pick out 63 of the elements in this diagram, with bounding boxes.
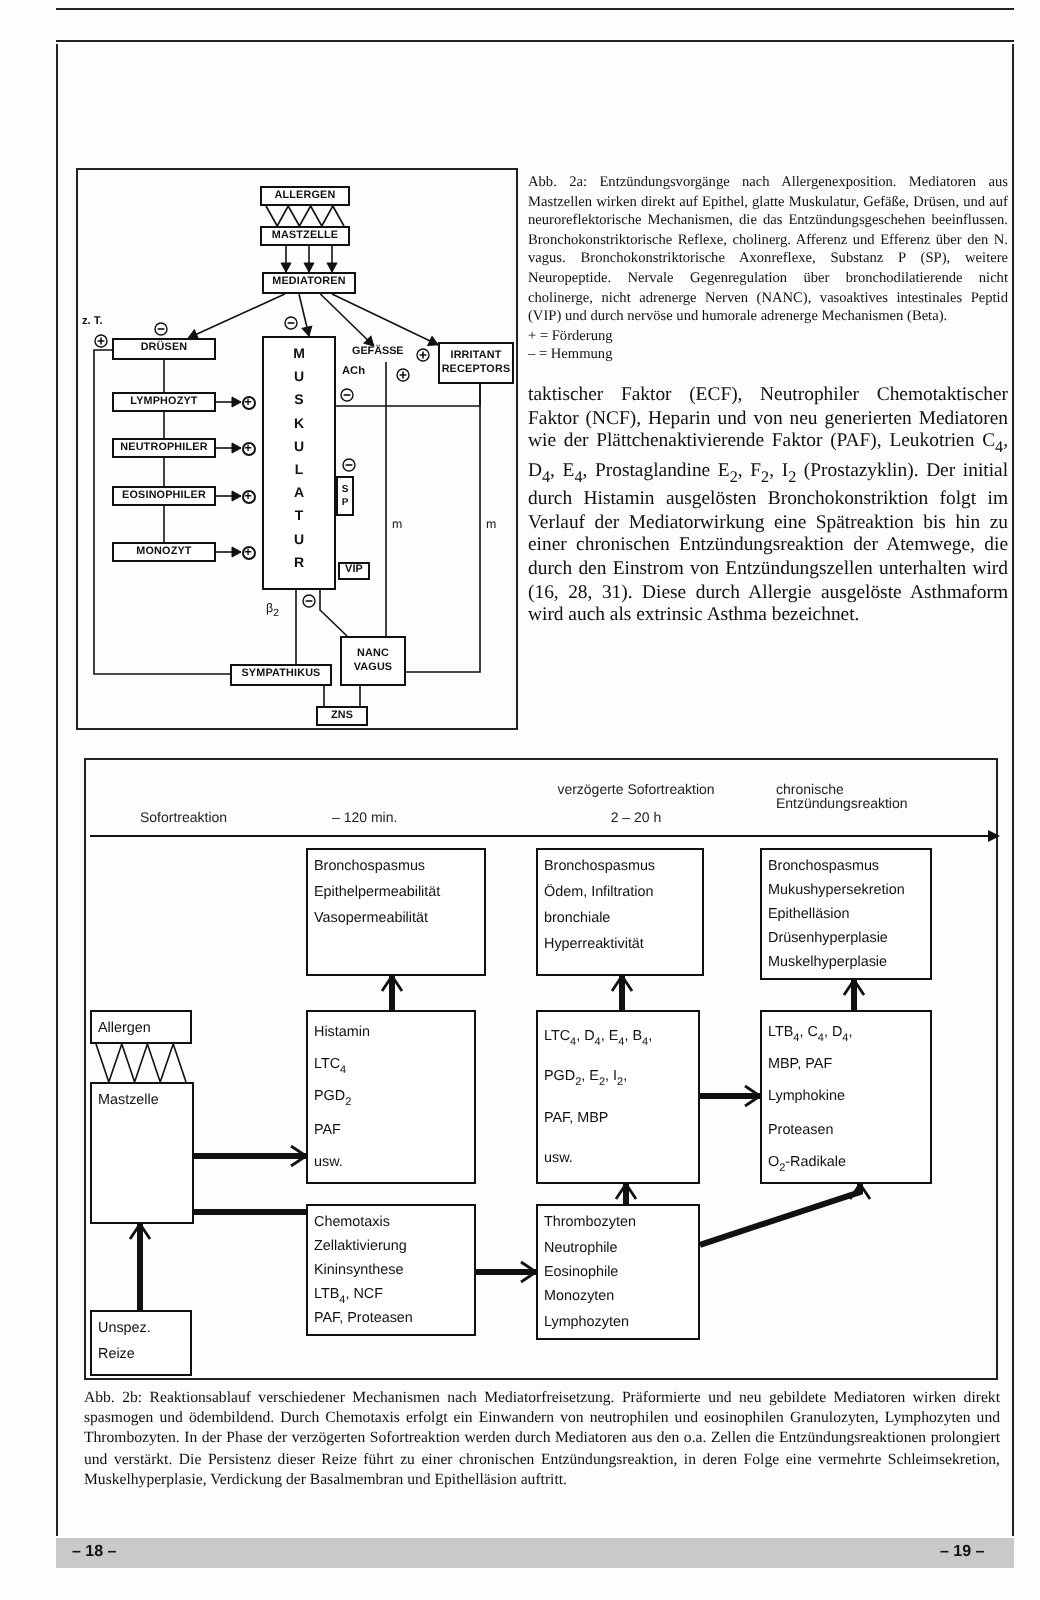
zigzag-line — [95, 1041, 187, 1085]
process-box — [90, 1010, 192, 1044]
connector-line — [359, 685, 361, 707]
arrow — [187, 293, 286, 340]
arrow — [215, 442, 242, 454]
arrow — [476, 1260, 538, 1284]
arrow — [380, 974, 404, 1010]
body-text: taktischer Faktor (ECF), Neutrophiler Chemotaktischer Faktor (NCF), Heparin und von neu generierten Mediatoren wie der Plättchenaktivierende Faktor (PAF), Leukotrien C$_{4}$, D$_{4}$, E$_{4}$, Prostaglandine E$_{2}$, F$_{2}$, I$_{2}$ (Prostazyklin). Der initial durch Histamin ausgelösten Bronchokonstriktion folgt im Verlauf der Mediatorwirkung eine Spätreaktion bis hin zu einer chronischen Entzündungsreaktion der Atemwege, die durch den Einstrom von Entzündungszellen unterhalten wird (16, 28, 31). Diese durch Allergie ausgelöste Asthmaform wird auch als extrinsic Asthma bezeichnet. — [528, 383, 1008, 628]
process-box — [112, 542, 216, 562]
arrow — [215, 396, 242, 408]
arrow — [700, 1084, 762, 1108]
connector-line — [385, 361, 387, 637]
arrow — [610, 974, 634, 1010]
zigzag-line — [265, 204, 345, 228]
process-box — [260, 186, 350, 206]
connector-line — [319, 589, 348, 637]
process-box — [230, 664, 332, 686]
connector-line — [323, 685, 325, 707]
process-box — [438, 342, 514, 384]
process-box — [536, 1204, 700, 1340]
connector-line — [194, 1209, 306, 1215]
connector-line — [93, 349, 231, 675]
process-box — [306, 848, 486, 976]
process-box — [112, 392, 216, 412]
process-box — [760, 1010, 932, 1184]
arrow — [215, 490, 242, 502]
process-box — [90, 1082, 194, 1224]
arrow — [699, 1182, 872, 1248]
process-box — [112, 486, 216, 506]
arrow — [194, 1144, 308, 1168]
arrow — [319, 293, 375, 347]
process-box — [336, 476, 354, 516]
connector-line — [163, 457, 165, 487]
process-box — [338, 562, 370, 580]
connector-line — [163, 359, 165, 393]
process-box — [760, 848, 932, 980]
process-box — [112, 438, 216, 458]
arrow — [128, 1222, 152, 1310]
connector-line — [163, 505, 165, 543]
connector-line — [163, 411, 165, 439]
process-box — [262, 272, 356, 294]
process-box — [306, 1010, 476, 1184]
arrow — [614, 1182, 638, 1204]
process-box — [262, 336, 336, 590]
arrow — [298, 293, 313, 337]
arrow — [331, 293, 439, 346]
arrow — [280, 245, 292, 273]
page-number: – 19 – — [940, 1542, 985, 1560]
arrow — [303, 245, 315, 273]
process-box — [316, 706, 368, 726]
arrow — [215, 546, 242, 558]
process-box — [340, 636, 406, 686]
process-box — [260, 226, 350, 246]
process-box — [536, 1010, 700, 1184]
process-box — [112, 338, 216, 360]
arrow — [842, 978, 866, 1010]
arrow — [326, 245, 338, 273]
process-box — [306, 1204, 476, 1336]
process-box — [536, 848, 704, 976]
process-box — [90, 1310, 192, 1376]
connector-line — [335, 383, 481, 407]
connector-line — [295, 589, 297, 665]
page-number: – 18 – — [72, 1542, 117, 1560]
